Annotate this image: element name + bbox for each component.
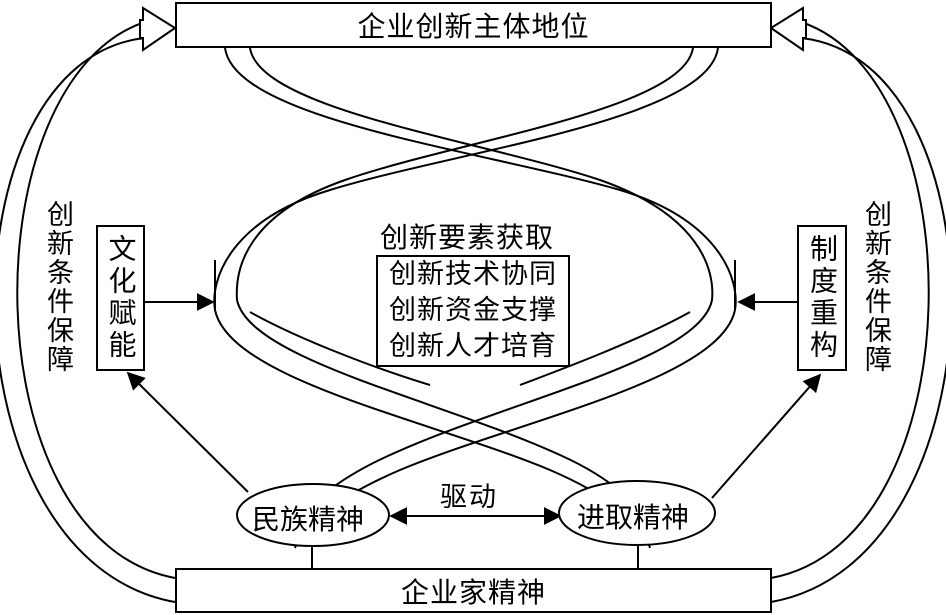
- right-side-label: 创新条件保障: [860, 200, 891, 374]
- left-ellipse: [236, 483, 390, 547]
- center-item: 创新资金支撑: [389, 295, 557, 326]
- left-outer-loop: [0, 21, 176, 603]
- right-inner-box-label: 制度重构: [806, 234, 839, 362]
- center-item: 创新人才培育: [389, 331, 557, 362]
- top-box: 企业创新主体地位: [175, 2, 772, 48]
- right-inner-box: 制度重构: [797, 225, 847, 371]
- center-items-box: 创新技术协同 创新资金支撑 创新人才培育: [376, 255, 570, 367]
- right-outer-loop: [770, 21, 946, 603]
- arrow-national-to-culture: [126, 371, 249, 493]
- left-side-label: 创新条件保障: [42, 200, 73, 374]
- drive-label: 驱动: [440, 482, 498, 513]
- right-ellipse: [558, 480, 716, 546]
- right-loop-arrowhead: [769, 6, 807, 52]
- right-ellipse-label: 进取精神: [577, 501, 690, 534]
- top-box-label: 企业创新主体地位: [357, 10, 590, 43]
- bottom-box-label: 企业家精神: [400, 575, 546, 609]
- bottom-box: 企业家精神: [175, 568, 772, 613]
- arrow-progress-to-system: [711, 373, 822, 499]
- left-ellipse-label: 民族精神: [252, 503, 365, 536]
- center-item: 创新技术协同: [389, 259, 557, 290]
- left-loop-arrowhead: [139, 6, 177, 52]
- left-inner-box: 文化赋能: [96, 225, 145, 371]
- left-inner-box-label: 文化赋能: [104, 234, 138, 362]
- center-title: 创新要素获取: [380, 221, 555, 254]
